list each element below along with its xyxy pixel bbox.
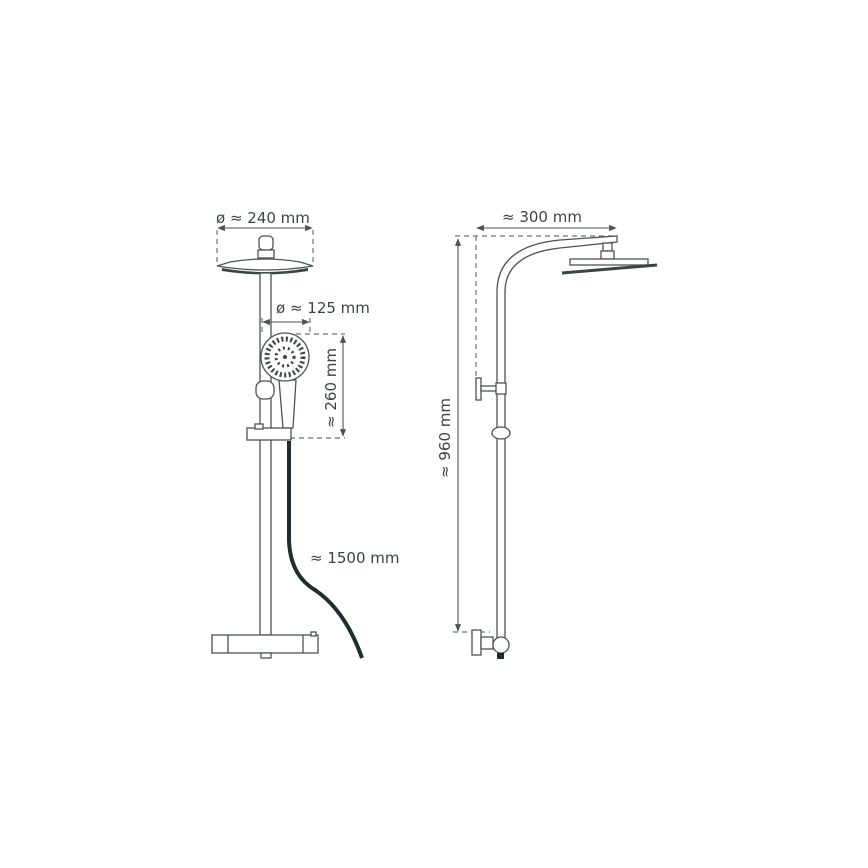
arm-reach-label: ≈ 300 mm xyxy=(502,208,582,226)
overhead-shower-head xyxy=(561,242,658,275)
rail-slider xyxy=(491,426,511,440)
curved-riser-pipe xyxy=(496,235,618,646)
rail-slider xyxy=(255,380,275,400)
hand-shower-holder xyxy=(246,427,292,441)
hand-shower xyxy=(260,332,310,429)
hand-shower-diameter-label: ø ≈ 125 mm xyxy=(276,299,370,317)
height-label: ≈ 960 mm xyxy=(436,398,454,478)
hose-length-label: ≈ 1500 mm xyxy=(310,549,400,567)
wall-connection-valve xyxy=(471,629,510,659)
wall-bracket xyxy=(475,377,507,401)
hand-shower-length-label: ≈ 260 mm xyxy=(322,348,340,428)
thermostat-mixer xyxy=(211,631,319,659)
overhead-shower-head xyxy=(216,235,314,275)
shower-hose xyxy=(287,441,364,659)
front-view: ø ≈ 240 mm ø ≈ 125 mm ≈ 260 mm xyxy=(211,209,400,659)
side-view: ≈ 300 mm ≈ 960 mm xyxy=(436,208,658,659)
head-diameter-label: ø ≈ 240 mm xyxy=(216,209,310,227)
